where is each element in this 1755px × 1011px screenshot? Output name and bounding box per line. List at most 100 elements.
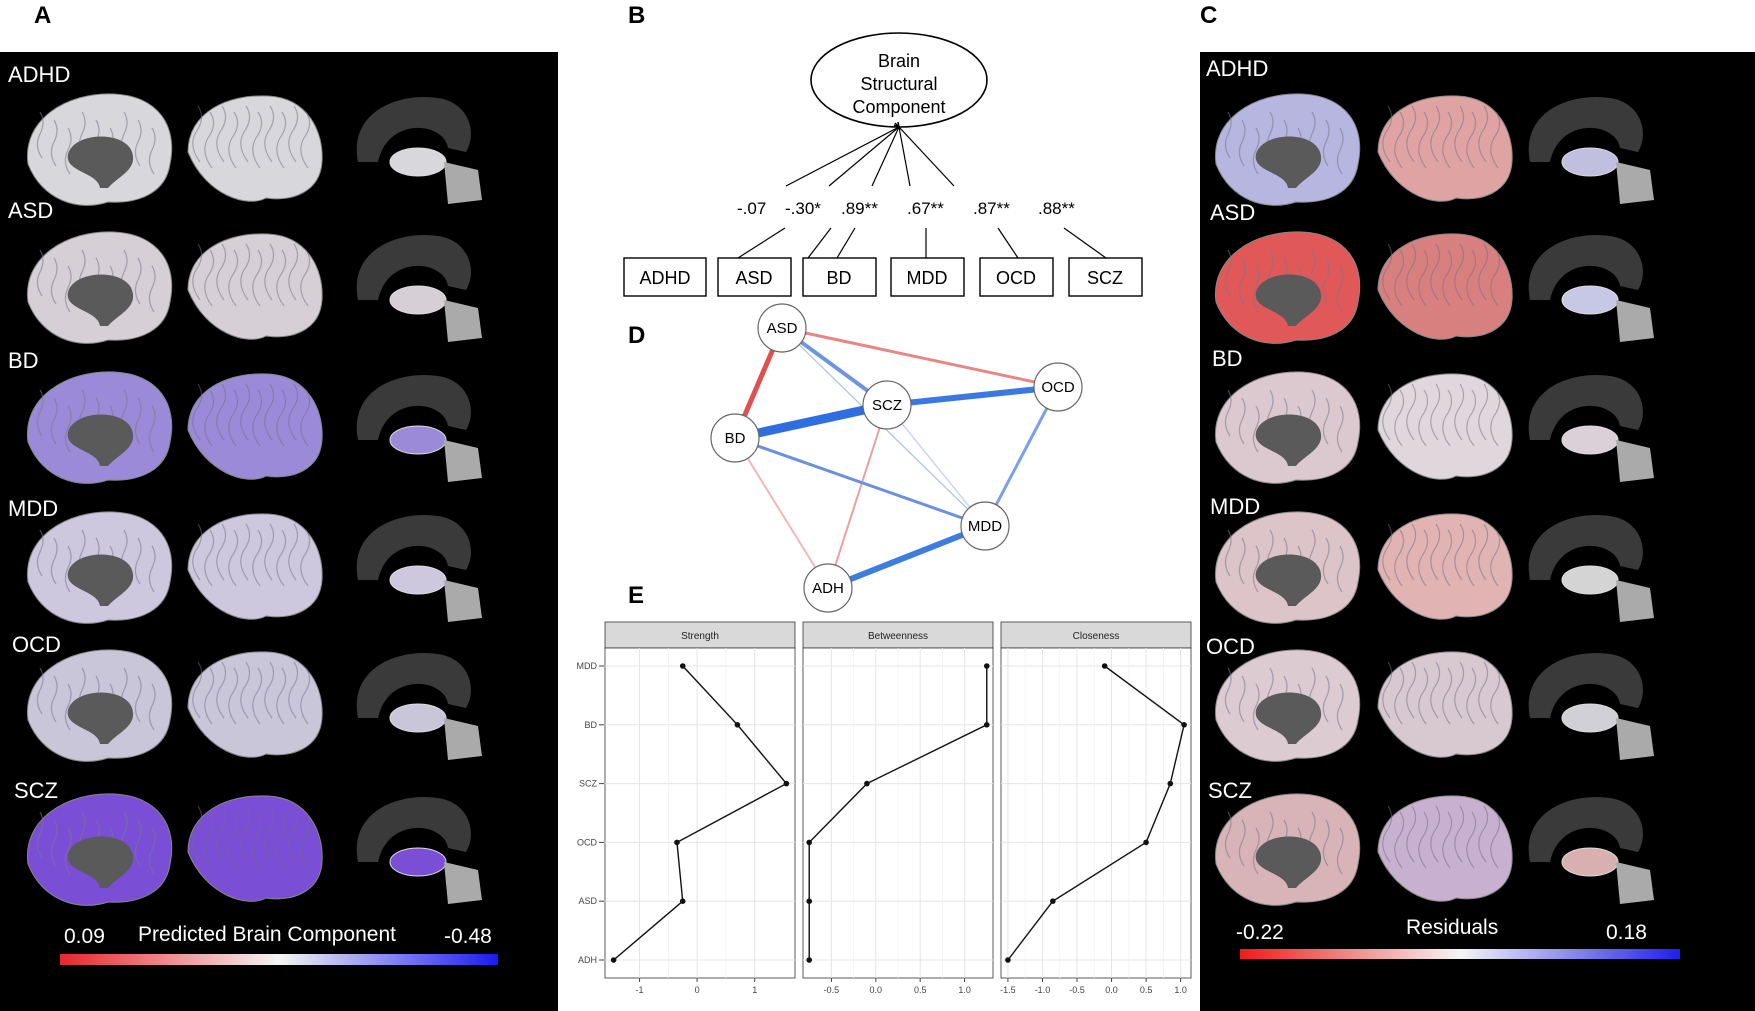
- indicator-bd: BD: [826, 268, 851, 288]
- edge-scz-mdd: [886, 404, 986, 527]
- panel-a-subcortical-5: [356, 796, 482, 904]
- path-line-asd: [828, 126, 900, 187]
- indicator-ocd: OCD: [996, 268, 1036, 288]
- panel-c-colorbar: [1240, 949, 1680, 959]
- indicator-asd: ASD: [735, 268, 772, 288]
- x-tick-label: -1.5: [1000, 985, 1016, 995]
- panel-a-row-label-ocd: OCD: [12, 632, 61, 657]
- network-nodes: [710, 303, 1083, 613]
- series-line-closeness: [1007, 665, 1185, 961]
- node-label-asd: ASD: [767, 320, 798, 337]
- panel-c-row-label-bd: BD: [1212, 346, 1243, 371]
- panel-c-medial-brain-4: [1214, 649, 1361, 762]
- point-strength-asd: [679, 898, 686, 904]
- panel-a-medial-brain-5: [26, 793, 173, 906]
- panel-c-row-label-ocd: OCD: [1206, 634, 1255, 659]
- panel-a-lateral-brain-5: [187, 795, 323, 902]
- series-line-strength: [613, 665, 788, 961]
- indicator-mdd: MDD: [907, 268, 948, 288]
- panel-a-row-label-scz: SCZ: [14, 778, 58, 803]
- path-line-mdd: [898, 126, 911, 187]
- loading-ocd: .87**: [973, 199, 1010, 218]
- row-label-asd: ASD: [578, 896, 597, 906]
- latent-line-3: Component: [852, 97, 945, 117]
- panel-a-lateral-brain-2: [187, 373, 323, 480]
- panel-c-brain-grid: [1214, 93, 1654, 906]
- panel-a-subcortical-0: [356, 96, 482, 204]
- series-line-betweenness: [808, 666, 988, 960]
- edge-bd-adh: [734, 437, 829, 589]
- panel-c-subcortical-2: [1528, 374, 1654, 482]
- x-tick-label: -1: [636, 985, 644, 995]
- panel-label-b: B: [628, 2, 646, 29]
- x-tick-label: -0.5: [1069, 985, 1085, 995]
- point-betweenness-asd: [806, 898, 813, 904]
- facet-strip-0: [604, 621, 796, 649]
- panel-a-lateral-brain-4: [187, 651, 323, 758]
- indicator-box-scz: [1068, 257, 1143, 297]
- loading-bd: .89**: [841, 199, 878, 218]
- row-label-mdd: MDD: [577, 661, 598, 671]
- node-label-adh: ADH: [812, 580, 844, 597]
- x-tick-label: 1: [752, 985, 757, 995]
- point-betweenness-adh: [806, 957, 813, 963]
- panel-c-lateral-brain-3: [1377, 513, 1513, 620]
- edge-bd-mdd: [733, 436, 987, 528]
- facet-title-closeness: Closeness: [1073, 631, 1120, 642]
- panel-c-medial-brain-5: [1214, 793, 1361, 906]
- path-line-bd-lower: [836, 227, 856, 259]
- panel-c-lateral-brain-4: [1377, 651, 1513, 758]
- panel-c-subcortical-3: [1528, 514, 1654, 622]
- edge-ocd-mdd: [983, 385, 1060, 528]
- panel-a-brain-grid: [26, 93, 482, 906]
- panel-c-colorbar-title: Residuals: [1406, 916, 1499, 939]
- indicator-box-mdd: [890, 257, 965, 297]
- panel-c-subcortical-1: [1528, 234, 1654, 342]
- path-line-scz-lower: [1063, 227, 1107, 259]
- panel-a-subcortical-3: [356, 514, 482, 622]
- panel-c-medial-brain-2: [1214, 371, 1361, 484]
- point-strength-mdd: [679, 663, 686, 669]
- point-betweenness-ocd: [806, 839, 813, 846]
- panel-a-colorbar-min: 0.09: [64, 925, 105, 948]
- panel-label-c: C: [1200, 2, 1218, 29]
- panel-c-row-label-mdd: MDD: [1210, 494, 1261, 519]
- panel-label-d: D: [628, 322, 646, 349]
- panel-c-row-label-adhd: ADHD: [1206, 56, 1269, 81]
- path-line-adhd: [785, 126, 900, 187]
- panel-b-path-model: Brain Structural Component -.07 -.30* .8…: [623, 32, 1143, 297]
- facet-strip-1: [802, 621, 994, 649]
- node-scz: [862, 380, 912, 430]
- point-closeness-adh: [1005, 957, 1011, 963]
- panel-c-medial-brain-0: [1214, 93, 1361, 206]
- point-strength-scz: [783, 780, 790, 787]
- facet-panel-0: [604, 647, 796, 979]
- path-line-ocd-lower: [997, 227, 1019, 259]
- node-bd: [710, 413, 760, 463]
- x-tick-label: 0.5: [914, 985, 927, 995]
- x-tick-label: -0.5: [824, 985, 840, 995]
- latent-line-2: Structural: [860, 74, 937, 94]
- network-edges: [730, 325, 1061, 591]
- path-line-bd: [871, 126, 900, 187]
- panel-a-lateral-brain-0: [187, 95, 323, 202]
- panel-a-colorbar-title: Predicted Brain Component: [138, 923, 396, 946]
- node-label-mdd: MDD: [968, 518, 1002, 535]
- point-closeness-bd: [1181, 722, 1187, 728]
- facet-panel-2: [1000, 647, 1192, 979]
- point-betweenness-scz: [864, 780, 870, 787]
- node-label-scz: SCZ: [872, 397, 902, 414]
- latent-line-1: Brain: [878, 51, 920, 71]
- row-label-scz: SCZ: [579, 779, 598, 789]
- panel-a-medial-brain-0: [26, 93, 173, 206]
- point-strength-adh: [610, 957, 617, 963]
- x-tick-label: 0.5: [1140, 985, 1153, 995]
- path-line-adhd-lower: [737, 227, 786, 259]
- path-line-ocd: [898, 126, 955, 187]
- panel-a-subcortical-1: [356, 234, 482, 342]
- point-betweenness-mdd: [983, 663, 990, 669]
- edge-scz-adh: [827, 404, 888, 589]
- indicator-box-adhd: [623, 257, 707, 297]
- edge-asd-ocd: [780, 326, 1060, 389]
